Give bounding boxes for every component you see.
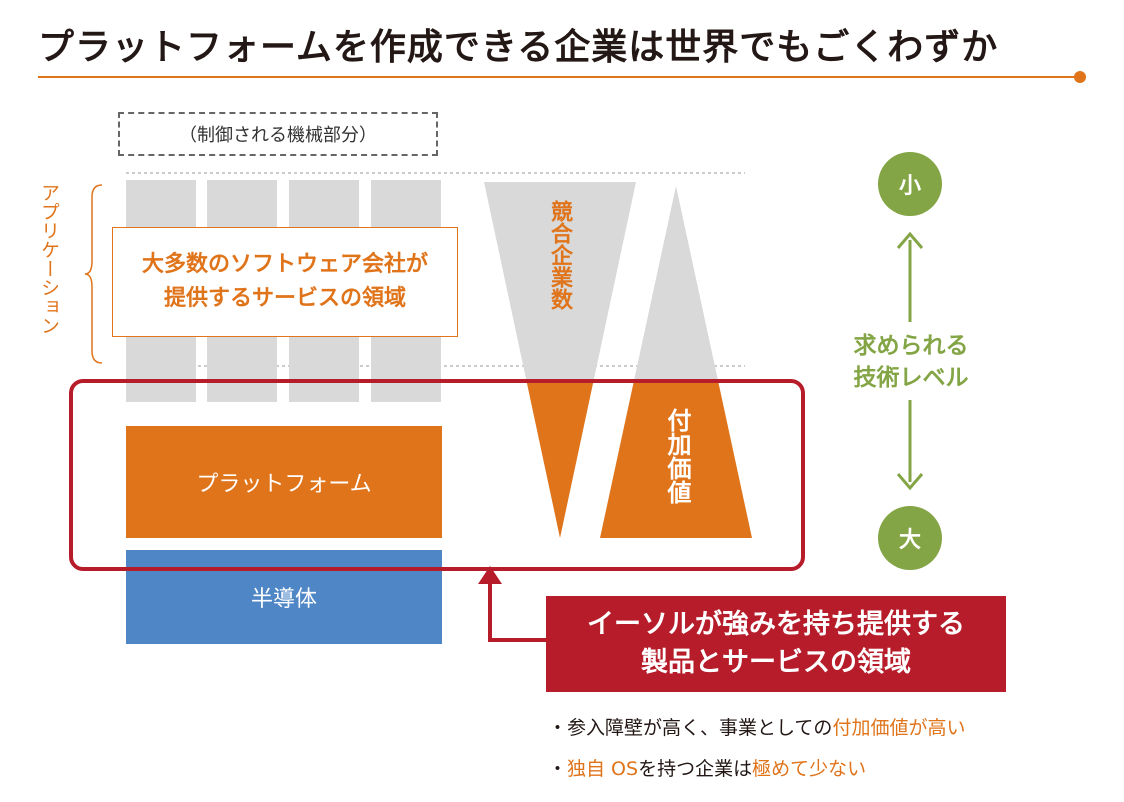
software-domain-line1: 大多数のソフトウェア会社が — [141, 251, 428, 277]
added-value-triangle-lower — [600, 382, 752, 538]
added-value-label: 付加価値 — [663, 408, 691, 504]
bullet2-suffix: を持つ企業は — [638, 758, 753, 780]
application-brace — [84, 184, 103, 364]
bullet2-highlight2: 極めて少ない — [752, 758, 867, 780]
tech-level-large-circle: 大 — [878, 506, 942, 570]
title-underline-dot — [1074, 71, 1086, 83]
competitors-triangle-lower — [526, 382, 594, 538]
software-domain-line2: 提供するサービスの領域 — [163, 286, 406, 311]
callout-arrow-line — [488, 580, 546, 642]
tech-level-label-line1: 求められる — [853, 333, 969, 359]
callout-line2: 製品とサービスの領域 — [641, 647, 911, 678]
competitors-triangle-upper — [484, 182, 636, 382]
tech-arrow-up-head — [896, 231, 924, 249]
platform-layer: プラットフォーム — [126, 426, 442, 538]
bullet-few-os-companies: ・独自 OSを持つ企業は極めて少ない — [548, 754, 866, 781]
callout-line1: イーソルが強みを持ち提供する — [587, 609, 965, 641]
bullet1-text: ・参入障壁が高く、事業としての — [548, 717, 833, 739]
software-domain-box: 大多数のソフトウェア会社が 提供するサービスの領域 — [112, 227, 458, 337]
title-underline — [38, 76, 1082, 78]
tech-arrow-down-head — [896, 473, 924, 491]
bullet2-prefix: ・ — [548, 758, 568, 780]
added-value-triangle-upper — [633, 186, 719, 382]
esol-strength-callout: イーソルが強みを持ち提供する 製品とサービスの領域 — [546, 596, 1006, 692]
application-label: アプリケーション — [38, 183, 60, 335]
bullet1-highlight: 付加価値が高い — [832, 717, 966, 739]
controlled-part-label: （制御される機械部分） — [118, 112, 438, 156]
tech-level-label-line2: 技術レベル — [853, 365, 969, 392]
esol-domain-frame — [69, 379, 805, 571]
semiconductor-layer: 半導体 — [126, 550, 442, 644]
bullet-entry-barrier: ・参入障壁が高く、事業としての付加価値が高い — [548, 713, 965, 740]
competitors-label: 競合企業数 — [547, 200, 572, 310]
page-title: プラットフォームを作成できる企業は世界でもごくわずか — [38, 27, 999, 68]
tech-level-label: 求められる 技術レベル — [838, 330, 984, 394]
bullet2-highlight: 独自 OS — [567, 758, 639, 780]
tech-level-small-circle: 小 — [878, 152, 942, 216]
callout-arrow-head — [478, 566, 502, 584]
